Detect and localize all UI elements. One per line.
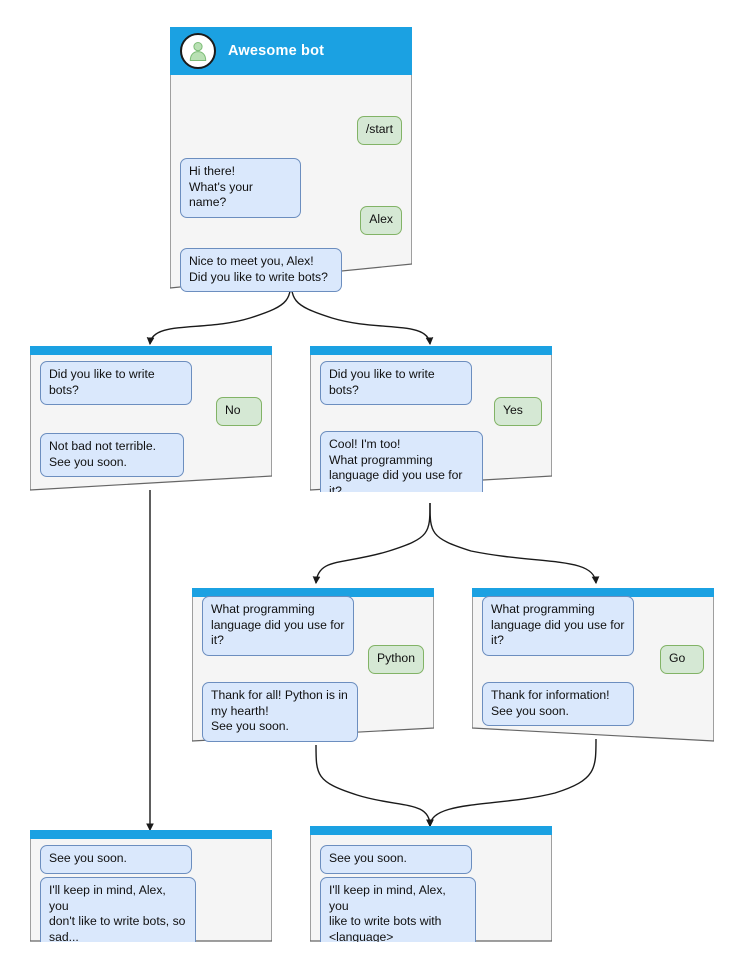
person-avatar-icon	[180, 33, 216, 69]
message-bubble-bot[interactable]: What programming language did you use fo…	[202, 596, 354, 656]
card-top-bar	[310, 826, 552, 835]
card-branch-yes[interactable]: Did you like to write bots? Yes Cool! I'…	[310, 346, 552, 492]
connector-go-to-end-happy	[426, 738, 597, 828]
message-bubble-bot[interactable]: I'll keep in mind, Alex, you like to wri…	[320, 877, 476, 942]
chat-area-branch-go: What programming language did you use fo…	[472, 588, 714, 743]
message-bubble-bot[interactable]: Cool! I'm too! What programming language…	[320, 431, 483, 492]
message-bubble-bot[interactable]: See you soon.	[40, 845, 192, 874]
message-bubble-user[interactable]: Go	[660, 645, 704, 674]
chat-area-root: /start Hi there! What's your name? Alex …	[170, 75, 412, 292]
card-content-branch-no: Did you like to write bots? No Not bad n…	[30, 346, 272, 492]
card-content-branch-go: What programming language did you use fo…	[472, 588, 714, 743]
card-branch-no[interactable]: Did you like to write bots? No Not bad n…	[30, 346, 272, 492]
chat-area-branch-yes: Did you like to write bots? Yes Cool! I'…	[310, 355, 552, 492]
message-bubble-user[interactable]: Alex	[360, 206, 402, 235]
message-bubble-user[interactable]: Yes	[494, 397, 542, 426]
connector-yes-to-go	[429, 502, 600, 585]
card-top-bar	[192, 588, 434, 597]
message-bubble-bot[interactable]: Nice to meet you, Alex! Did you like to …	[180, 248, 342, 292]
card-end-happy[interactable]: See you soon. I'll keep in mind, Alex, y…	[310, 826, 552, 942]
card-branch-python[interactable]: What programming language did you use fo…	[192, 588, 434, 743]
chat-area-end-happy: See you soon. I'll keep in mind, Alex, y…	[310, 835, 552, 942]
card-content-branch-yes: Did you like to write bots? Yes Cool! I'…	[310, 346, 552, 492]
message-bubble-bot[interactable]: Hi there! What's your name?	[180, 158, 301, 218]
message-bubble-bot[interactable]: Thank for information! See you soon.	[482, 682, 634, 726]
message-bubble-bot[interactable]: Thank for all! Python is in my hearth! S…	[202, 682, 358, 742]
message-bubble-bot[interactable]: I'll keep in mind, Alex, you don't like …	[40, 877, 196, 942]
card-content-end-sad: See you soon. I'll keep in mind, Alex, y…	[30, 830, 272, 942]
message-bubble-user[interactable]: Python	[368, 645, 424, 674]
card-top-bar	[472, 588, 714, 597]
message-bubble-bot[interactable]: Not bad not terrible. See you soon.	[40, 433, 184, 477]
chat-area-branch-no: Did you like to write bots? No Not bad n…	[30, 355, 272, 492]
card-end-sad[interactable]: See you soon. I'll keep in mind, Alex, y…	[30, 830, 272, 942]
connector-yes-to-python	[312, 502, 431, 585]
card-top-bar	[30, 346, 272, 355]
card-branch-go[interactable]: What programming language did you use fo…	[472, 588, 714, 743]
card-top-bar	[30, 830, 272, 839]
card-shape-root	[170, 27, 412, 289]
message-bubble-bot[interactable]: Did you like to write bots?	[320, 361, 472, 405]
card-root-conversation[interactable]: Awesome bot /start Hi there! What's your…	[170, 27, 412, 292]
card-content-end-happy: See you soon. I'll keep in mind, Alex, y…	[310, 826, 552, 942]
card-top-bar	[310, 346, 552, 355]
card-content-root: Awesome bot /start Hi there! What's your…	[170, 27, 412, 292]
message-bubble-bot[interactable]: What programming language did you use fo…	[482, 596, 634, 656]
chat-area-end-sad: See you soon. I'll keep in mind, Alex, y…	[30, 839, 272, 942]
connector-python-to-end-happy	[315, 744, 434, 828]
message-bubble-bot[interactable]: Did you like to write bots?	[40, 361, 192, 405]
chat-area-branch-python: What programming language did you use fo…	[192, 588, 434, 743]
bot-header-bar: Awesome bot	[170, 27, 412, 75]
card-content-branch-python: What programming language did you use fo…	[192, 588, 434, 743]
bot-title: Awesome bot	[228, 43, 325, 59]
message-bubble-user[interactable]: No	[216, 397, 262, 426]
message-bubble-user[interactable]: /start	[356, 116, 402, 145]
message-bubble-bot[interactable]: See you soon.	[320, 845, 472, 874]
